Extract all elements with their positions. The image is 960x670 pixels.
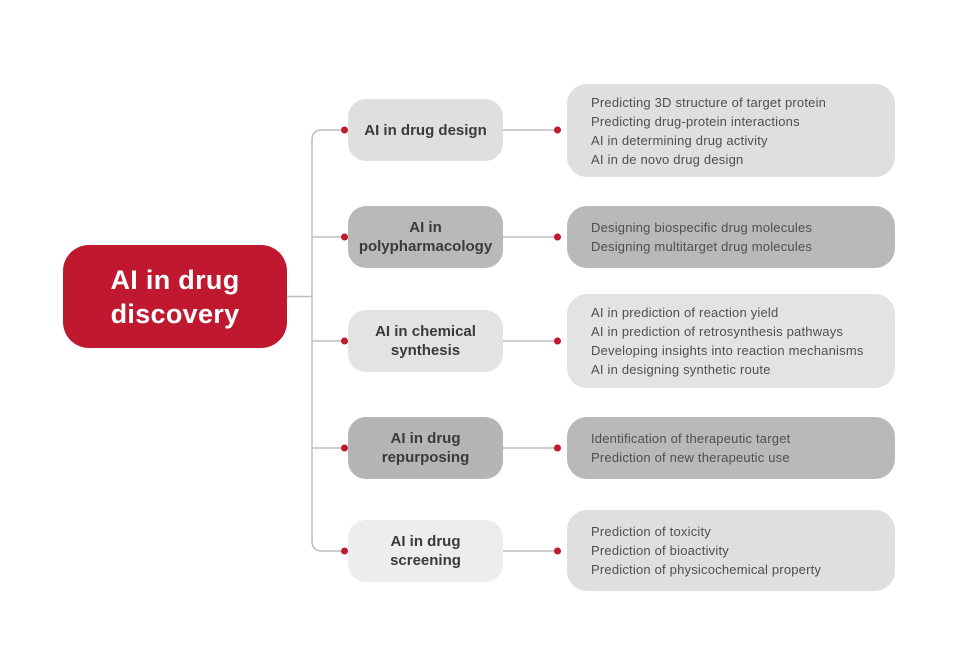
detail-item: AI in prediction of reaction yield [591, 305, 779, 320]
branch-dot [341, 337, 348, 345]
branch-label: AI in drug design [364, 121, 487, 139]
root-node-label: AI in drug discovery [110, 264, 240, 329]
detail-item: Prediction of physicochemical property [591, 562, 822, 577]
branch-node-drug-repurposing: AI in drug repurposing [348, 417, 503, 479]
detail-item: Developing insights into reaction mechan… [591, 343, 864, 358]
detail-item: AI in prediction of retrosynthesis pathw… [591, 324, 844, 339]
branch-label: AI in polypharmacology [358, 219, 493, 255]
detail-box-drug-design: Predicting 3D structure of target protei… [567, 84, 895, 177]
detail-item: Prediction of toxicity [591, 524, 712, 539]
branch-node-drug-design: AI in drug design [348, 99, 503, 161]
branch-label: AI in drug screening [390, 533, 461, 569]
detail-dot [554, 547, 561, 555]
branch-node-drug-screening: AI in drug screening [348, 520, 503, 582]
detail-box-drug-screening: Prediction of toxicity Prediction of bio… [567, 510, 895, 591]
detail-dot [554, 126, 561, 134]
detail-item: AI in designing synthetic route [591, 362, 771, 377]
detail-item: Designing multitarget drug molecules [591, 239, 813, 254]
detail-item: Prediction of new therapeutic use [591, 450, 790, 465]
detail-item: Identification of therapeutic target [591, 431, 791, 446]
branch-label: AI in drug repurposing [381, 430, 470, 466]
branch-node-chemical-synthesis: AI in chemical synthesis [348, 310, 503, 372]
detail-box-polypharmacology: Designing biospecific drug molecules Des… [567, 206, 895, 268]
branch-dot [341, 444, 348, 452]
branch-dot [341, 126, 348, 134]
branch-node-polypharmacology: AI in polypharmacology [348, 206, 503, 268]
branch-dot [341, 547, 348, 555]
root-node: AI in drug discovery [63, 245, 287, 348]
detail-item: AI in determining drug activity [591, 132, 768, 148]
detail-item: Designing biospecific drug molecules [591, 220, 813, 235]
detail-item: Predicting 3D structure of target protei… [591, 94, 827, 110]
branch-dot [341, 233, 348, 241]
detail-dot [554, 233, 561, 241]
detail-dot [554, 444, 561, 452]
detail-box-drug-repurposing: Identification of therapeutic target Pre… [567, 417, 895, 479]
detail-dot [554, 337, 561, 345]
detail-item: AI in de novo drug design [591, 151, 744, 167]
branch-label: AI in chemical synthesis [375, 323, 476, 359]
detail-item: Prediction of bioactivity [591, 543, 729, 558]
detail-box-chemical-synthesis: AI in prediction of reaction yield AI in… [567, 294, 895, 388]
detail-item: Predicting drug-protein interactions [591, 113, 800, 129]
